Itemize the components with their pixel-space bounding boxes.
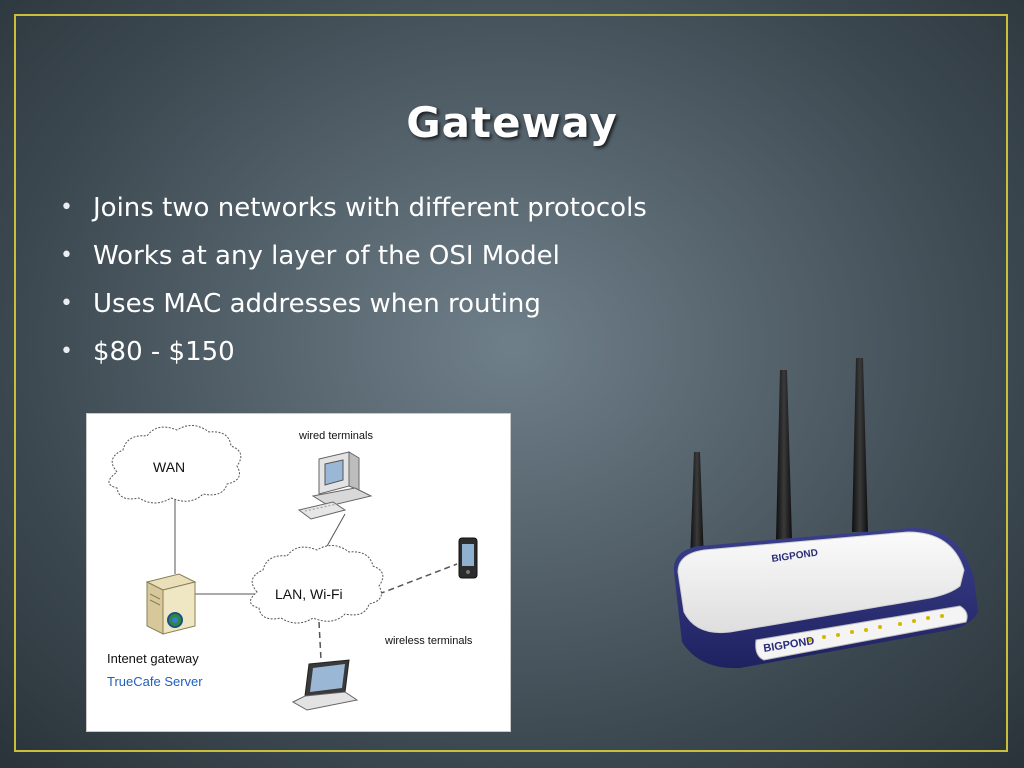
antenna-left-icon [690, 452, 704, 562]
status-lights-icon [808, 614, 944, 642]
bullet-text: Works at any layer of the OSI Model [93, 241, 560, 271]
wireless-terminals-label: wireless terminals [385, 635, 473, 647]
lan-cloud-icon [250, 545, 384, 624]
wired-terminals-label: wired terminals [299, 430, 373, 442]
bullet-item: • Uses MAC addresses when routing [60, 284, 647, 332]
lan-phone-dashed-line [378, 563, 458, 595]
bullet-text: $80 - $150 [93, 337, 235, 367]
laptop-icon [291, 659, 359, 711]
network-diagram: WAN LAN, Wi-Fi wired terminals wireless … [86, 413, 511, 732]
lan-laptop-dashed-line [318, 621, 322, 661]
server-icon [145, 573, 197, 635]
bullet-text: Uses MAC addresses when routing [93, 289, 541, 319]
bullet-item: • Joins two networks with different proto… [60, 188, 647, 236]
router-image: BIGPOND BIGPOND [660, 350, 990, 680]
bullet-item: • $80 - $150 [60, 332, 647, 380]
network-diagram-graphic [108, 425, 478, 711]
slide-frame [14, 14, 1008, 752]
wan-cloud-icon [108, 425, 242, 504]
router-graphic: BIGPOND BIGPOND [673, 358, 978, 669]
bullet-list: • Joins two networks with different proto… [60, 188, 647, 380]
antenna-right-icon [852, 358, 868, 532]
desktop-computer-icon [297, 451, 373, 520]
wan-label: WAN [153, 459, 186, 475]
gateway-label: Intenet gateway [107, 651, 199, 666]
mobile-phone-icon [458, 537, 478, 579]
slide-title: Gateway [406, 98, 618, 147]
bullet-dot-icon: • [60, 339, 73, 364]
bullet-dot-icon: • [60, 291, 73, 316]
antenna-middle-icon [776, 370, 792, 540]
lan-label: LAN, Wi-Fi [275, 586, 343, 602]
bullet-dot-icon: • [60, 243, 73, 268]
bullet-text: Joins two networks with different protoc… [93, 193, 647, 223]
bullet-dot-icon: • [60, 195, 73, 220]
bullet-item: • Works at any layer of the OSI Model [60, 236, 647, 284]
server-label: TrueCafe Server [107, 674, 203, 689]
